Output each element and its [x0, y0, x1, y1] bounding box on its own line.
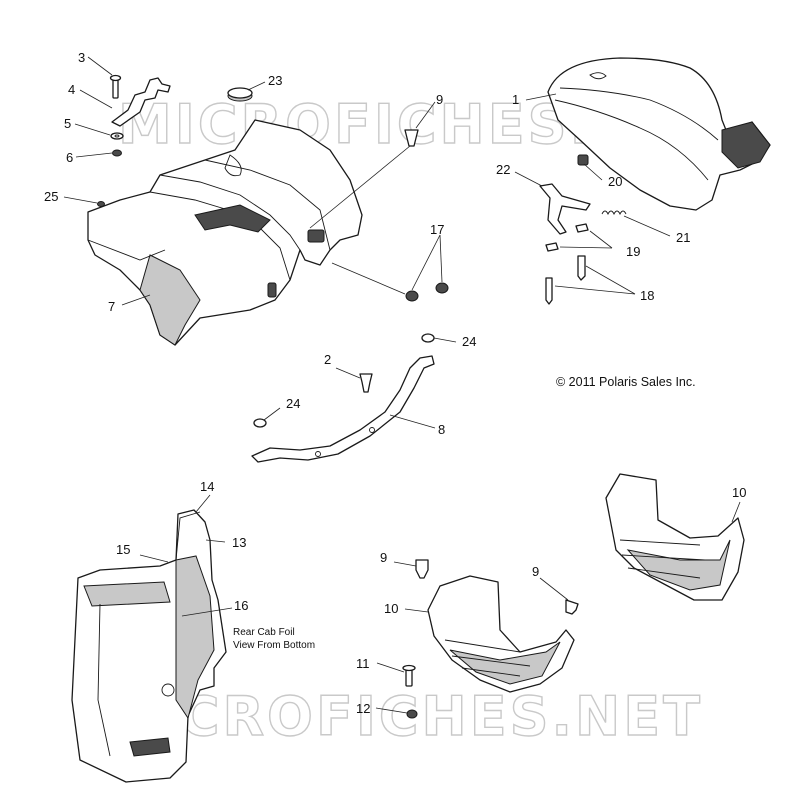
plug-part-25: [97, 201, 105, 207]
clips-part-19: [545, 223, 589, 252]
callout-23: 23: [268, 73, 282, 88]
callout-10-right: 10: [732, 485, 746, 500]
callout-5: 5: [64, 116, 71, 131]
nut-part-24-a: [421, 333, 435, 343]
callout-24-upper: 24: [462, 334, 476, 349]
callout-10-middle: 10: [384, 601, 398, 616]
copyright-text: © 2011 Polaris Sales Inc.: [556, 375, 696, 389]
nut-part-24-b: [253, 418, 267, 428]
clip-part-9-left: [415, 559, 429, 579]
bolt-part-3: [109, 74, 122, 99]
callout-21: 21: [676, 230, 690, 245]
callout-9-top: 9: [436, 92, 443, 107]
seat-part: [547, 57, 771, 211]
rear-cab-foil-part: [71, 509, 227, 783]
callout-8: 8: [438, 422, 445, 437]
leader-lines: [63, 56, 741, 714]
spring-part-21: [601, 210, 627, 216]
callout-7: 7: [108, 299, 115, 314]
callout-19: 19: [626, 244, 640, 259]
callout-9-right: 9: [532, 564, 539, 579]
callout-14: 14: [200, 479, 214, 494]
nut-part-12: [406, 709, 418, 719]
callout-2: 2: [324, 352, 331, 367]
callout-25: 25: [44, 189, 58, 204]
latch-part-22: [539, 183, 591, 235]
callout-4: 4: [68, 82, 75, 97]
clip-part-9-right: [565, 599, 579, 615]
brace-rod-part-8: [251, 355, 435, 463]
rear-cab-part: [87, 119, 363, 346]
callout-18: 18: [640, 288, 654, 303]
callout-13: 13: [232, 535, 246, 550]
grommets-part-17: [405, 282, 449, 302]
bolt-part-11: [402, 664, 416, 687]
callout-3: 3: [78, 50, 85, 65]
callout-16: 16: [234, 598, 248, 613]
callout-17: 17: [430, 222, 444, 237]
callout-9-left: 9: [380, 550, 387, 565]
bolt-part-2: [359, 373, 373, 393]
callout-20: 20: [608, 174, 622, 189]
pins-part-18: [545, 255, 586, 305]
foil-note-line-2: View From Bottom: [233, 640, 315, 651]
cap-part-23: [227, 87, 253, 102]
callout-1: 1: [512, 92, 519, 107]
callout-11: 11: [356, 656, 370, 671]
callout-15: 15: [116, 542, 130, 557]
callout-12: 12: [356, 701, 370, 716]
footwell-part-10-right: [605, 473, 745, 601]
foil-note-line-1: Rear Cab Foil: [233, 627, 295, 638]
watermark-bottom: MICROFICHES.NET: [100, 685, 703, 748]
callout-22: 22: [496, 162, 510, 177]
callout-24-lower: 24: [286, 396, 300, 411]
callout-6: 6: [66, 150, 73, 165]
footwell-part-10-middle: [427, 575, 575, 693]
nut-part-6: [112, 149, 122, 157]
washer-part-5: [110, 132, 124, 140]
clip-part-9-top: [404, 129, 419, 147]
bracket-part-4: [111, 77, 171, 127]
